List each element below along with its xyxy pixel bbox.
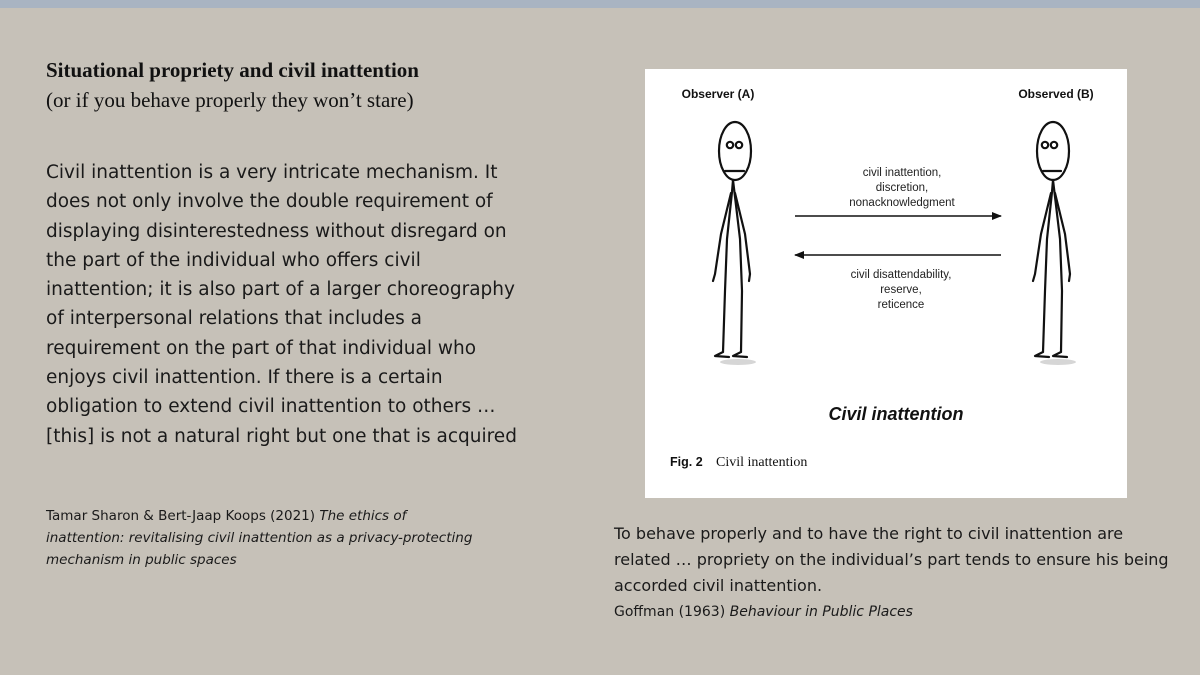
arrow-right-line: discretion, <box>876 182 928 194</box>
arrow-right-label: civil inattention, discretion, nonacknow… <box>849 167 955 209</box>
shadow-b <box>1040 359 1076 365</box>
shadow-a <box>720 359 756 365</box>
arrow-right-line: nonacknowledgment <box>849 197 955 209</box>
citation-work: The ethics of inattention: revitalising … <box>46 508 473 568</box>
slide-subtitle: (or if you behave properly they won’t st… <box>46 88 414 112</box>
diagram-caption: Civil inattention <box>829 404 964 424</box>
figure-panel: Observer (A) Observed (B) <box>645 69 1127 498</box>
quote-source-author: Goffman (1963) <box>614 604 726 620</box>
stick-figure-a <box>711 120 753 359</box>
arrow-left-label: civil disattendability, reserve, reticen… <box>851 269 952 311</box>
arrow-right-line: civil inattention, <box>863 167 942 179</box>
arrow-left-line: civil disattendability, <box>851 269 952 281</box>
arrow-left-line: reticence <box>878 299 925 311</box>
observed-b-label: Observed (B) <box>1018 87 1093 101</box>
fig-title: Civil inattention <box>716 455 807 470</box>
quote-source: Goffman (1963) Behaviour in Public Place… <box>614 601 913 623</box>
arrow-left-line: reserve, <box>880 284 922 296</box>
body-paragraph: Civil inattention is a very intricate me… <box>46 162 517 447</box>
citation-authors: Tamar Sharon & Bert-Jaap Koops (2021) <box>46 508 316 524</box>
civil-inattention-diagram: Observer (A) Observed (B) <box>670 87 1094 470</box>
quote-source-work: Behaviour in Public Places <box>729 604 913 620</box>
slide-title: Situational propriety and civil inattent… <box>46 58 419 82</box>
observer-a-label: Observer (A) <box>682 87 755 101</box>
fig-number: Fig. 2 <box>670 455 703 469</box>
citation: Tamar Sharon & Bert-Jaap Koops (2021) Th… <box>46 505 476 571</box>
goffman-quote: To behave properly and to have the right… <box>614 524 1169 595</box>
stick-figure-b <box>1031 120 1072 359</box>
top-accent-bar <box>0 0 1200 8</box>
